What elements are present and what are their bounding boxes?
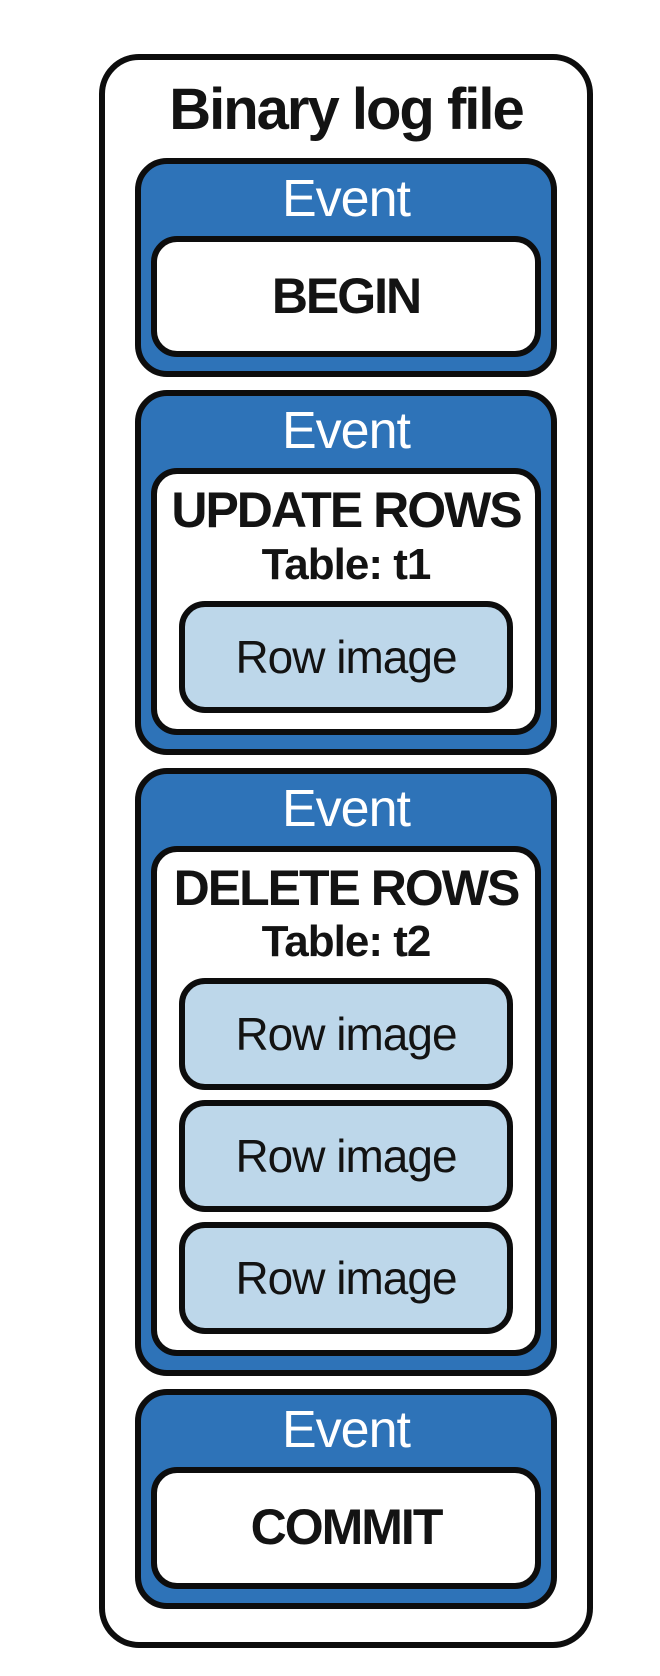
- statement-commit-label: COMMIT: [250, 1499, 444, 1556]
- event-panel-delete-rows: DELETE ROWS Table: t2 Row image Row imag…: [151, 845, 541, 1357]
- event-header-label: Event: [282, 1401, 411, 1460]
- row-image-stack: Row image Row image Row image: [179, 978, 513, 1335]
- event-panel-commit: COMMIT: [151, 1467, 541, 1589]
- row-image-box: Row image: [179, 1222, 513, 1335]
- row-image-box: Row image: [179, 1100, 513, 1213]
- event-header-label: Event: [282, 402, 411, 461]
- binary-log-file-box: Binary log file Event BEGIN Event UPDATE…: [99, 54, 593, 1648]
- event-box-commit: Event COMMIT: [135, 1389, 557, 1609]
- event-header-label: Event: [282, 170, 411, 228]
- event-panel-begin: BEGIN: [151, 235, 541, 358]
- event-panel-update-rows: UPDATE ROWS Table: t1 Row image: [151, 468, 541, 735]
- event-box-update-rows: Event UPDATE ROWS Table: t1 Row image: [135, 390, 557, 755]
- row-image-box: Row image: [179, 978, 513, 1091]
- statement-update-rows-label: UPDATE ROWS: [171, 482, 522, 539]
- statement-begin-label: BEGIN: [271, 267, 422, 324]
- row-image-box: Row image: [179, 600, 513, 713]
- event-box-begin: Event BEGIN: [135, 158, 557, 378]
- table-t1-label: Table: t1: [261, 539, 432, 589]
- table-t2-label: Table: t2: [261, 917, 432, 967]
- statement-delete-rows-label: DELETE ROWS: [173, 859, 521, 916]
- binary-log-file-title: Binary log file: [169, 76, 525, 142]
- event-box-delete-rows: Event DELETE ROWS Table: t2 Row image Ro…: [135, 767, 557, 1377]
- event-header-label: Event: [282, 779, 411, 838]
- row-image-stack: Row image: [179, 600, 513, 713]
